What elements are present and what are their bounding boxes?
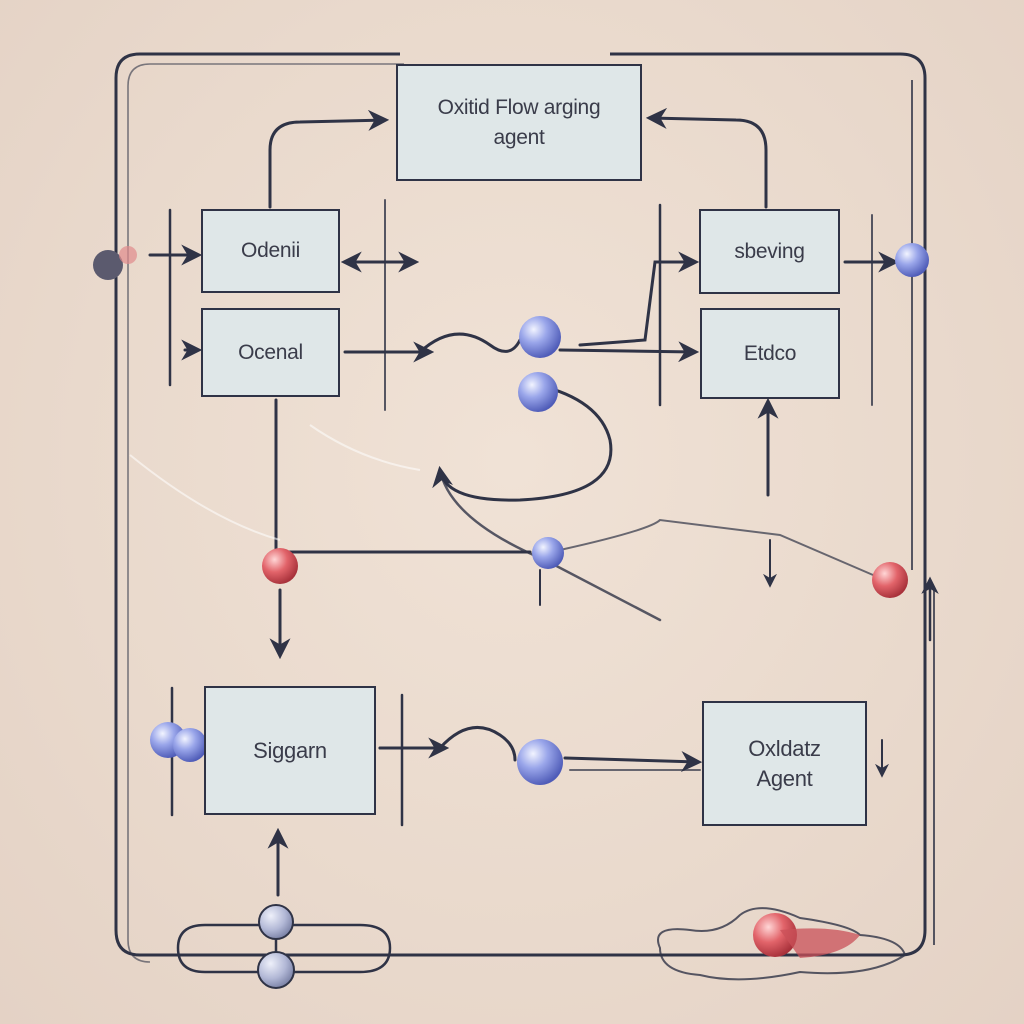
connector-node-to-agent <box>563 750 703 772</box>
node-red-right <box>872 562 908 598</box>
bottom-right-blob <box>657 907 907 981</box>
node-blue-bottom <box>517 739 563 785</box>
node-blue-center <box>532 537 564 569</box>
node-gray-upper <box>258 904 294 940</box>
red-wave-bottom <box>780 928 860 958</box>
node-blue-bottom-left-b <box>173 728 207 762</box>
connector-siggarn-wave <box>378 726 517 762</box>
node-label: Ocenal <box>238 340 303 364</box>
node-oxldatz-agent: Oxldatz Agent <box>702 701 867 826</box>
node-label: Oxitid Flow arging agent <box>437 95 601 149</box>
node-blue-right <box>895 243 929 277</box>
node-red-left <box>262 548 298 584</box>
node-dark-left <box>93 250 123 280</box>
haze-lines <box>129 424 421 541</box>
node-red-left-edge <box>119 246 137 264</box>
node-label: Oxldatz Agent <box>748 735 821 791</box>
connector-ocenal-down <box>274 398 532 554</box>
node-label: sbeving <box>734 239 805 263</box>
outer-frame <box>114 52 935 963</box>
node-oxitid-flow-agent: Oxitid Flow arging agent <box>396 64 642 181</box>
node-red-bottom <box>753 913 797 957</box>
node-label: Siggarn <box>253 737 327 763</box>
node-etdco: Etdco <box>700 308 840 399</box>
connector-left-to-top <box>268 109 390 209</box>
connector-mid-to-etdco <box>558 341 700 363</box>
node-blue-mid-upper <box>519 316 561 358</box>
connector-ocenal-wave <box>343 332 522 354</box>
node-gray-lower <box>257 951 295 989</box>
node-ocenal: Ocenal <box>201 308 340 397</box>
node-odenii: Odenii <box>201 209 340 293</box>
capsule-loop <box>176 923 392 974</box>
node-blue-mid-lower <box>518 372 558 412</box>
connector-loop <box>432 383 613 502</box>
node-siggarn: Siggarn <box>204 686 376 815</box>
node-label: Etdco <box>743 341 797 365</box>
node-sbeving: sbeving <box>699 209 840 294</box>
signal-nodes <box>93 243 929 989</box>
node-label: Odenii <box>241 239 300 262</box>
connector-right-to-top <box>645 107 768 209</box>
